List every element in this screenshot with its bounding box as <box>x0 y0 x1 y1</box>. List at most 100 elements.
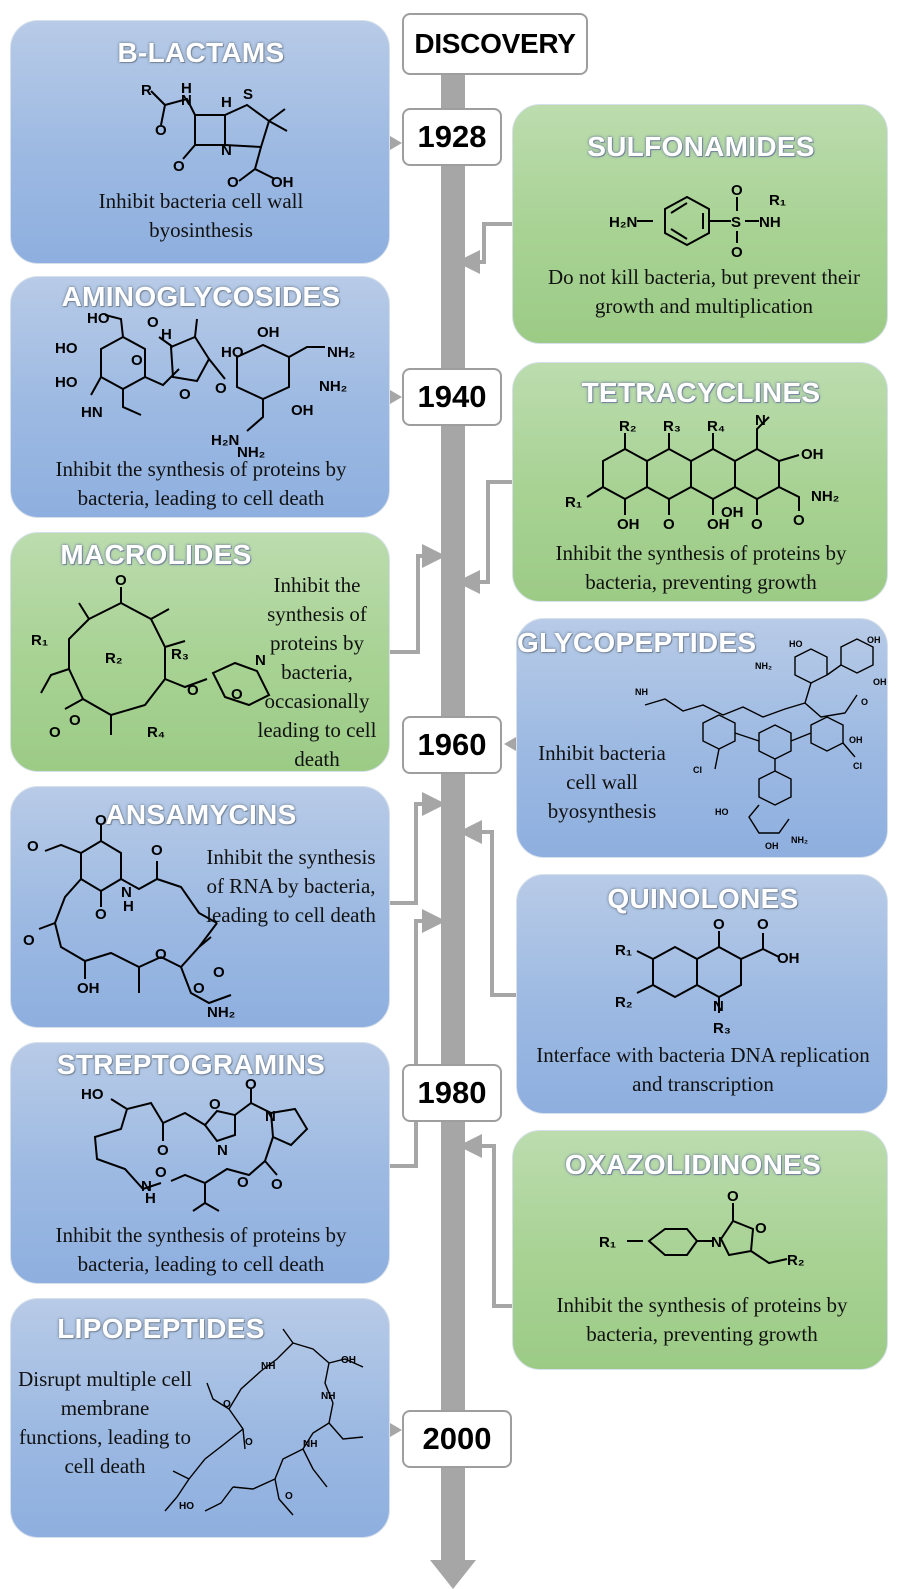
svg-text:OH: OH <box>707 516 730 533</box>
svg-text:R: R <box>141 82 152 99</box>
svg-text:R₄: R₄ <box>707 418 725 435</box>
svg-text:R₁: R₁ <box>615 942 632 959</box>
connector-ansamycins <box>390 792 446 905</box>
card-description: Inhibit the synthesis of RNA by bacteria… <box>206 845 376 927</box>
svg-text:H: H <box>145 1190 156 1207</box>
svg-text:NH₂: NH₂ <box>207 1004 235 1021</box>
card-title: ANSAMYCINS <box>105 799 297 830</box>
svg-text:H₂N: H₂N <box>211 432 239 449</box>
svg-text:O: O <box>131 352 143 369</box>
svg-text:HO: HO <box>179 1501 194 1512</box>
svg-text:OH: OH <box>271 174 294 191</box>
svg-text:R₂: R₂ <box>619 418 637 435</box>
svg-text:NH₂: NH₂ <box>755 661 772 671</box>
svg-text:HN: HN <box>81 404 103 421</box>
svg-text:R₃: R₃ <box>663 418 681 435</box>
svg-text:OH: OH <box>867 635 881 645</box>
svg-text:O: O <box>245 1437 253 1448</box>
card-title: B-LACTAMS <box>117 37 285 68</box>
svg-text:O: O <box>793 512 805 529</box>
svg-text:O: O <box>179 386 191 403</box>
card-title: GLYCOPEPTIDES <box>517 627 757 658</box>
svg-text:O: O <box>731 244 743 261</box>
svg-text:NH: NH <box>759 214 781 231</box>
svg-text:O: O <box>271 1176 283 1193</box>
svg-text:N: N <box>711 1234 722 1251</box>
svg-text:OH: OH <box>849 735 863 745</box>
svg-text:NH: NH <box>261 1361 275 1372</box>
svg-text:OH: OH <box>801 446 824 463</box>
svg-text:NH: NH <box>321 1391 335 1402</box>
card-title: TETRACYCLINES <box>581 377 821 408</box>
connector-tetracyclines <box>456 480 512 594</box>
discovery-header: DISCOVERY <box>402 13 588 75</box>
svg-text:O: O <box>69 712 81 729</box>
svg-text:O: O <box>213 964 225 981</box>
svg-text:O: O <box>151 842 163 859</box>
svg-text:O: O <box>231 686 243 703</box>
svg-text:HO: HO <box>789 639 803 649</box>
pointer-2000 <box>390 1423 402 1437</box>
svg-text:O: O <box>209 1096 221 1113</box>
svg-text:O: O <box>173 158 185 175</box>
svg-text:O: O <box>95 906 107 923</box>
svg-text:S: S <box>731 214 741 231</box>
svg-text:O: O <box>115 572 127 589</box>
svg-text:H: H <box>123 898 134 915</box>
svg-text:O: O <box>861 697 868 707</box>
svg-text:O: O <box>155 946 167 963</box>
pointer-1940 <box>390 390 402 404</box>
svg-text:O: O <box>223 1399 231 1410</box>
svg-text:R₁: R₁ <box>599 1234 616 1251</box>
svg-text:H₂N: H₂N <box>609 214 637 231</box>
svg-text:R₃: R₃ <box>171 646 189 663</box>
svg-text:O: O <box>157 1142 169 1159</box>
svg-text:R₁: R₁ <box>31 632 48 649</box>
svg-text:N: N <box>255 652 266 669</box>
svg-text:Cl: Cl <box>853 761 862 771</box>
svg-text:O: O <box>757 916 769 933</box>
svg-text:HO: HO <box>87 310 110 327</box>
svg-text:O: O <box>663 516 675 533</box>
card-title: LIPOPEPTIDES <box>57 1313 265 1344</box>
svg-text:N: N <box>121 884 132 901</box>
svg-text:HO: HO <box>715 807 729 817</box>
card-description: Inhibit the synthesis of proteins by bac… <box>55 1223 347 1276</box>
card-description: Inhibit the synthesis of proteins by bac… <box>556 1293 848 1346</box>
svg-text:R₂: R₂ <box>105 650 123 667</box>
connector-macrolides <box>390 544 446 654</box>
svg-text:H: H <box>181 80 192 97</box>
card-description: Inhibit the synthesis of proteins by bac… <box>55 457 347 510</box>
svg-text:HO: HO <box>221 344 244 361</box>
svg-text:O: O <box>155 1164 167 1181</box>
svg-text:R₄: R₄ <box>147 724 165 741</box>
svg-text:R₂: R₂ <box>787 1252 805 1269</box>
card-description: Do not kill bacteria, but prevent their … <box>548 265 860 318</box>
svg-text:OH: OH <box>765 841 779 851</box>
svg-text:Cl: Cl <box>693 765 702 775</box>
svg-text:N: N <box>217 1142 228 1159</box>
svg-text:O: O <box>187 682 199 699</box>
svg-text:NH: NH <box>303 1439 317 1450</box>
svg-text:NH₂: NH₂ <box>327 344 355 361</box>
card-title: AMINOGLYCOSIDES <box>61 281 341 312</box>
card-description: Inhibit the synthesis of proteins by bac… <box>257 573 377 771</box>
svg-text:OH: OH <box>873 677 887 687</box>
svg-text:N: N <box>755 412 766 429</box>
year-label: 2000 <box>402 1410 512 1468</box>
card-title: QUINOLONES <box>607 883 799 914</box>
